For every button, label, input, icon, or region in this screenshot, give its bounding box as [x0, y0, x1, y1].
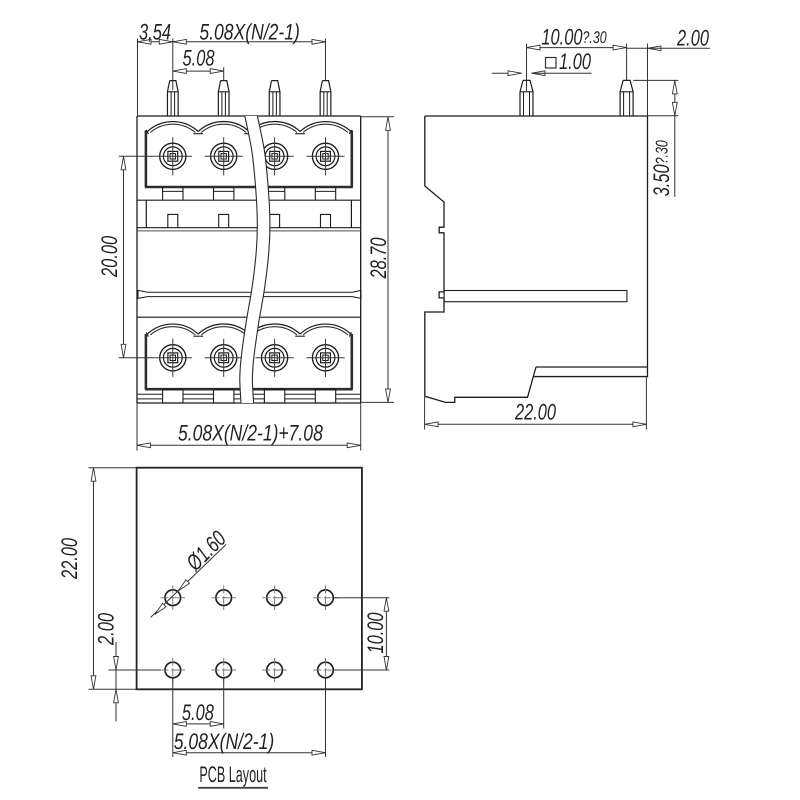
svg-text:28.70: 28.70 [366, 237, 391, 279]
svg-text:3,54: 3,54 [139, 19, 171, 44]
svg-text:1.00: 1.00 [559, 49, 591, 74]
svg-text:5.08X(N/2-1)+7.08: 5.08X(N/2-1)+7.08 [178, 421, 323, 446]
svg-text:PCB Layout: PCB Layout [199, 762, 267, 787]
svg-text:2.00: 2.00 [676, 26, 709, 51]
svg-text:5.08: 5.08 [183, 46, 215, 71]
svg-text:5.08X(N/2-1): 5.08X(N/2-1) [199, 19, 299, 44]
svg-text:22.00: 22.00 [514, 400, 556, 425]
svg-text:5.08: 5.08 [182, 700, 214, 725]
svg-text:20.00: 20.00 [97, 235, 122, 277]
svg-text:10.00: 10.00 [363, 612, 388, 653]
svg-text:5.08X(N/2-1): 5.08X(N/2-1) [174, 729, 274, 754]
svg-text:3.50?.30: 3.50?.30 [649, 140, 674, 197]
svg-text:22.00: 22.00 [57, 538, 82, 580]
svg-text:2.00: 2.00 [94, 613, 119, 646]
svg-text:10.00?.30: 10.00?.30 [541, 25, 607, 50]
